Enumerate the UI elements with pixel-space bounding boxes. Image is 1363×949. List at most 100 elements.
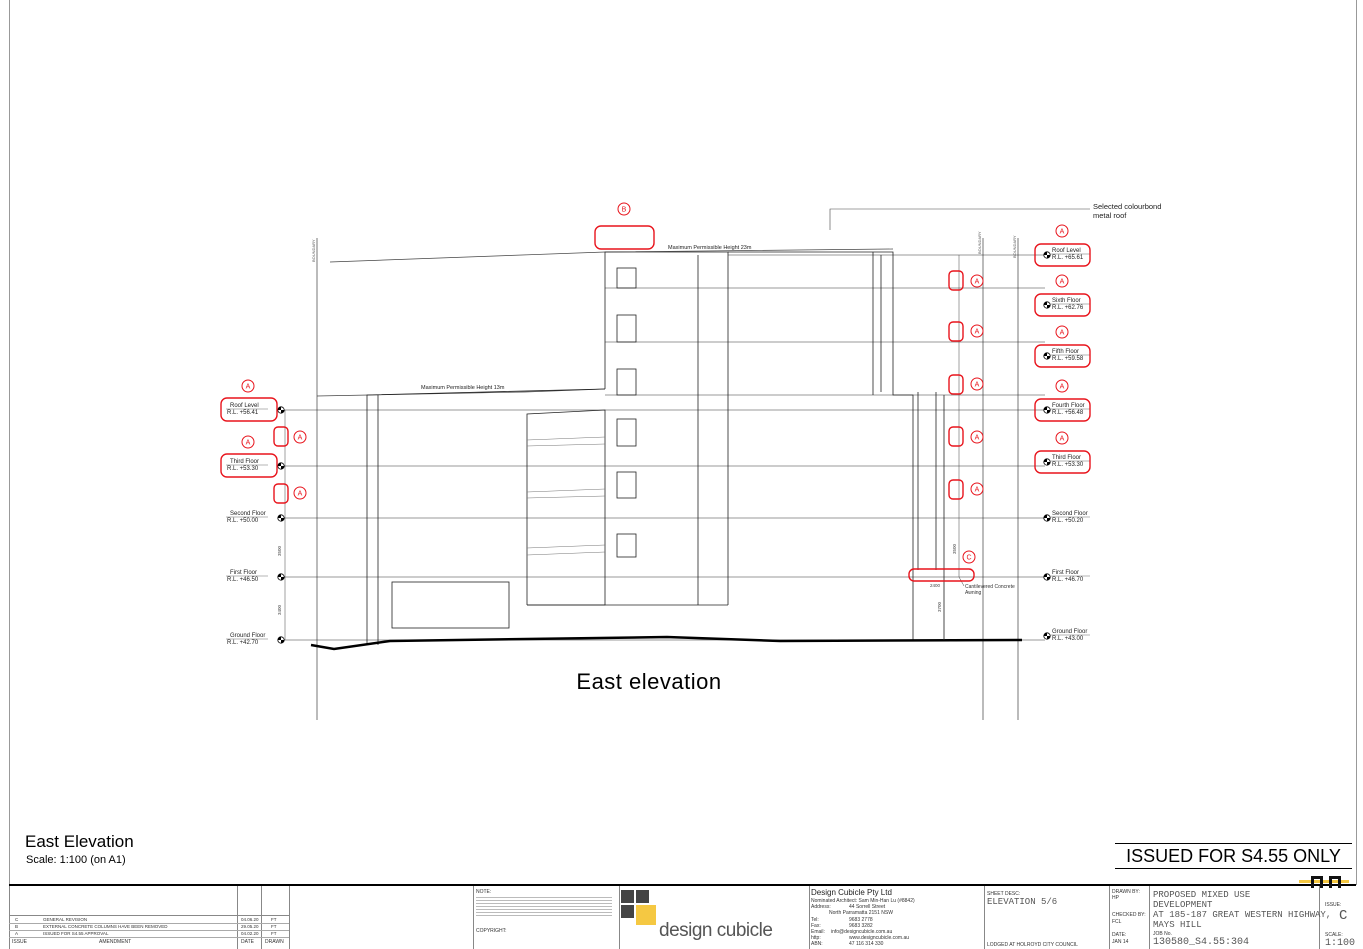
revision-bubble-b-label: B	[622, 207, 627, 214]
level-rl: R.L. +46.70	[1052, 577, 1084, 583]
address-2: North Parramatta 2151 NSW	[829, 910, 893, 916]
address-1: 44 Sorrell Street	[849, 904, 886, 910]
level-rl: R.L. +56.48	[1052, 410, 1084, 416]
revision-cloud	[1034, 243, 1091, 267]
revision-bubble	[1055, 379, 1069, 393]
window-3	[616, 368, 637, 396]
level-name: First Floor	[1052, 570, 1079, 576]
scale-value: 1:100	[1325, 938, 1356, 949]
project-line-2: DEVELOPMENT	[1153, 900, 1213, 910]
level-rl: R.L. +65.61	[1052, 255, 1084, 261]
level-datum-symbol	[277, 462, 285, 470]
scale-label: SCALE:	[1325, 932, 1343, 938]
revision-date: 04.02.20	[241, 931, 259, 936]
level-datum-symbol	[1043, 406, 1051, 414]
east-elevation-drawing: BOUNDARY BOUNDARY BOUNDARY Maximum Permi…	[220, 202, 1161, 720]
email-label: Email:	[811, 929, 825, 935]
level-datum-symbol	[277, 514, 285, 522]
revision-bubble-a-label: A	[975, 279, 980, 286]
level-name: Ground Floor	[230, 633, 265, 639]
level-name: Roof Level	[1052, 248, 1081, 254]
revision-drawn: FT	[271, 931, 277, 936]
revision-bubble-c-label: C	[966, 555, 971, 562]
sheet-border-left	[9, 0, 10, 885]
window-4	[616, 418, 637, 447]
issue-label: ISSUE:	[1325, 902, 1342, 908]
rev-header-issue: ISSUE	[12, 939, 28, 945]
copyright-label: COPYRIGHT:	[476, 928, 507, 934]
drawing-title: East Elevation	[25, 832, 134, 851]
project-line-4: MAYS HILL	[1153, 920, 1202, 930]
dim-2400: 2400	[930, 583, 941, 588]
email: info@designcubicle.com.au	[831, 929, 893, 935]
checked-by-label: CHECKED BY:	[1112, 912, 1146, 918]
revision-cloud-dim-2	[948, 321, 964, 342]
level-rl: R.L. +43.00	[1052, 636, 1084, 642]
rev-header-drawn: DRAWN	[265, 939, 284, 945]
drawn-by: HP	[1112, 895, 1119, 901]
logo-wordmark: design cubicle	[659, 920, 773, 941]
revision-cloud-dim-7	[273, 483, 289, 504]
level-name: Roof Level	[230, 403, 259, 409]
revision-bubble	[1055, 431, 1069, 445]
dim-3500: 3500	[277, 545, 282, 556]
roof-note-leader	[829, 208, 1090, 230]
revision-cloud-c	[908, 568, 975, 582]
podium-outline	[366, 388, 606, 645]
fax-label: Fax:	[811, 923, 821, 929]
revision-bubble-label: A	[1060, 279, 1065, 286]
job-no: 130580_S4.55:304	[1153, 937, 1250, 948]
revision-bubble	[1055, 274, 1069, 288]
revision-bubble-label: A	[1060, 436, 1065, 443]
drawing-scale: Scale: 1:100 (on A1)	[26, 854, 126, 866]
tel-label: Tel:	[811, 917, 819, 923]
level-rl: R.L. +62.76	[1052, 305, 1084, 311]
level-name: First Floor	[230, 570, 257, 576]
revision-cloud	[1034, 398, 1091, 422]
revision-cloud	[1034, 293, 1091, 317]
level-name: Third Floor	[230, 459, 259, 465]
level-rl: R.L. +56.41	[227, 410, 259, 416]
tower-outline	[604, 251, 729, 605]
height-limit-23m-label: Maximum Permissible Height 23m	[668, 245, 752, 251]
note-text-block	[476, 895, 612, 918]
ground-opening	[391, 581, 510, 629]
balcony-stack	[526, 409, 606, 606]
level-name: Third Floor	[1052, 455, 1081, 461]
rev-header-date: DATE	[241, 939, 254, 945]
level-rl: R.L. +46.50	[227, 577, 259, 583]
company-name: Design Cubicle Pty Ltd	[811, 888, 892, 897]
issued-stamp: ISSUED FOR S4.55 ONLY	[1115, 843, 1352, 869]
level-name: Second Floor	[230, 511, 266, 517]
level-datum-symbol	[1043, 301, 1051, 309]
revision-amendment: EXTERNAL CONCRETE COLUMNS HAVE BEEN REMO…	[43, 924, 168, 929]
sheet-desc-label: SHEET DESC:	[987, 891, 1021, 897]
revision-bubble-label: A	[1060, 384, 1065, 391]
revision-bubble	[241, 435, 255, 449]
level-datum-symbol	[1043, 458, 1051, 466]
revision-cloud-dim-3	[948, 374, 964, 395]
revision-drawn: FT	[271, 924, 277, 929]
council: LODGED AT HOLROYD CITY COUNCIL	[987, 942, 1078, 948]
level-rl: R.L. +42.70	[227, 640, 259, 646]
revision-cloud-dim-4	[948, 426, 964, 447]
level-datum-symbol	[277, 573, 285, 581]
http: www.designcubicle.com.au	[849, 935, 910, 941]
revision-issue: B	[15, 924, 19, 929]
level-rl: R.L. +53.30	[227, 466, 259, 472]
revision-bubble-c	[962, 550, 976, 564]
height-limit-13m-label: Maximum Permissible Height 13m	[421, 385, 505, 391]
level-rl: R.L. +50.20	[1052, 518, 1084, 524]
level-name: Ground Floor	[1052, 629, 1087, 635]
